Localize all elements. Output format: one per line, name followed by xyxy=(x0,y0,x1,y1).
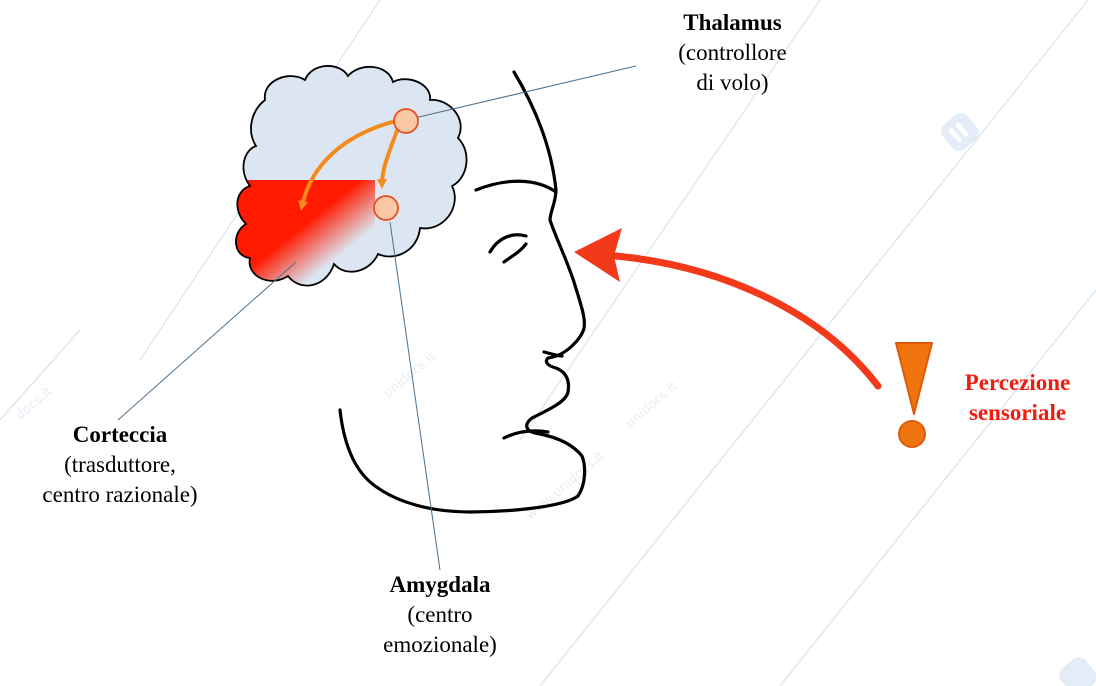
percezione-line-2: sensoriale xyxy=(935,398,1096,428)
label-amygdala: Amygdala (centro emozionale) xyxy=(340,570,540,660)
percezione-line-1: Percezione xyxy=(935,368,1096,398)
brain-cloud xyxy=(225,66,467,300)
corteccia-desc-line-2: centro razionale) xyxy=(0,480,240,510)
svg-text:docs.it: docs.it xyxy=(13,384,56,423)
thalamus-title: Thalamus xyxy=(630,8,835,38)
exclamation-icon xyxy=(896,343,932,447)
amygdala-title: Amygdala xyxy=(340,570,540,600)
watermark-logo-icon xyxy=(1055,653,1096,686)
leader-thalamus xyxy=(406,66,636,120)
svg-text:unidocs.it: unidocs.it xyxy=(623,379,681,431)
watermark-logo-icon xyxy=(937,109,982,154)
cortex-region xyxy=(225,180,375,300)
amygdala-node xyxy=(374,196,398,220)
amygdala-desc-line-1: (centro xyxy=(340,600,540,630)
label-percezione-sensoriale: Percezione sensoriale xyxy=(935,368,1096,428)
label-corteccia: Corteccia (trasduttore, centro razionale… xyxy=(0,420,240,510)
svg-text:www.unidocs.it: www.unidocs.it xyxy=(523,449,608,523)
label-thalamus: Thalamus (controllore di volo) xyxy=(630,8,835,98)
thalamus-node xyxy=(394,109,418,133)
perception-arrow xyxy=(574,228,878,386)
amygdala-desc-line-2: emozionale) xyxy=(340,630,540,660)
corteccia-desc-line-1: (trasduttore, xyxy=(0,450,240,480)
thalamus-desc-line-2: di volo) xyxy=(630,68,835,98)
leader-corteccia xyxy=(118,262,296,420)
thalamus-desc-line-1: (controllore xyxy=(630,38,835,68)
svg-text:unidocs.it: unidocs.it xyxy=(381,349,439,401)
corteccia-title: Corteccia xyxy=(0,420,240,450)
leader-amygdala xyxy=(390,222,440,570)
